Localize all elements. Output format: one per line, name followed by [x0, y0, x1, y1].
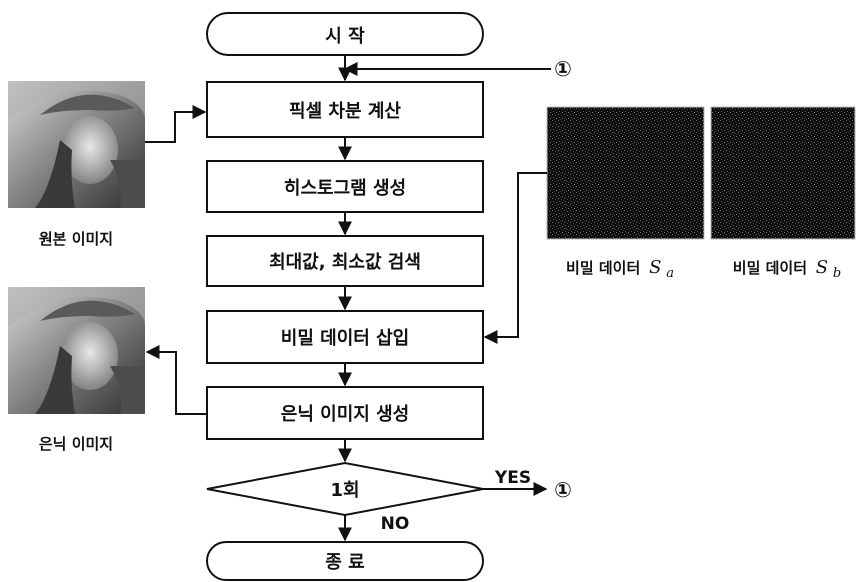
connector-top: ①: [554, 57, 572, 81]
secret-a-subscript: a: [666, 266, 674, 281]
secret-data-a-image: [547, 107, 704, 239]
step-embed-secret-label: 비밀 데이터 삽입: [281, 327, 409, 349]
arrow-step5-to-stego: [147, 352, 207, 414]
end-label: 종 료: [325, 552, 364, 573]
yes-label: YES: [494, 468, 531, 488]
secret-b-symbol: S: [816, 257, 828, 278]
start-label: 시 작: [325, 26, 365, 47]
original-image: [8, 81, 145, 208]
stego-image-caption: 은닉 이미지: [39, 435, 113, 453]
secret-data-a-caption: 비밀 데이터 S a: [566, 257, 674, 281]
decision-label: 1회: [330, 480, 359, 501]
step-pixel-difference-label: 픽셀 차분 계산: [289, 101, 401, 122]
stego-image: [8, 287, 145, 414]
no-label: NO: [381, 514, 410, 534]
step-minmax-search-label: 최대값, 최소값 검색: [269, 252, 421, 273]
secret-data-b-image: [711, 107, 855, 239]
secret-a-symbol: S: [649, 257, 661, 278]
arrow-secret-to-step4: [485, 173, 547, 337]
step-histogram-label: 히스토그램 생성: [284, 178, 406, 199]
secret-b-prefix: 비밀 데이터: [733, 259, 807, 277]
step-generate-stego-label: 은닉 이미지 생성: [281, 404, 409, 425]
arrow-original-to-step1: [145, 112, 205, 142]
secret-b-subscript: b: [833, 266, 841, 281]
secret-data-b-caption: 비밀 데이터 S b: [733, 257, 841, 281]
secret-a-prefix: 비밀 데이터: [566, 259, 640, 277]
original-image-caption: 원본 이미지: [39, 230, 113, 248]
connector-bottom: ①: [554, 478, 572, 502]
